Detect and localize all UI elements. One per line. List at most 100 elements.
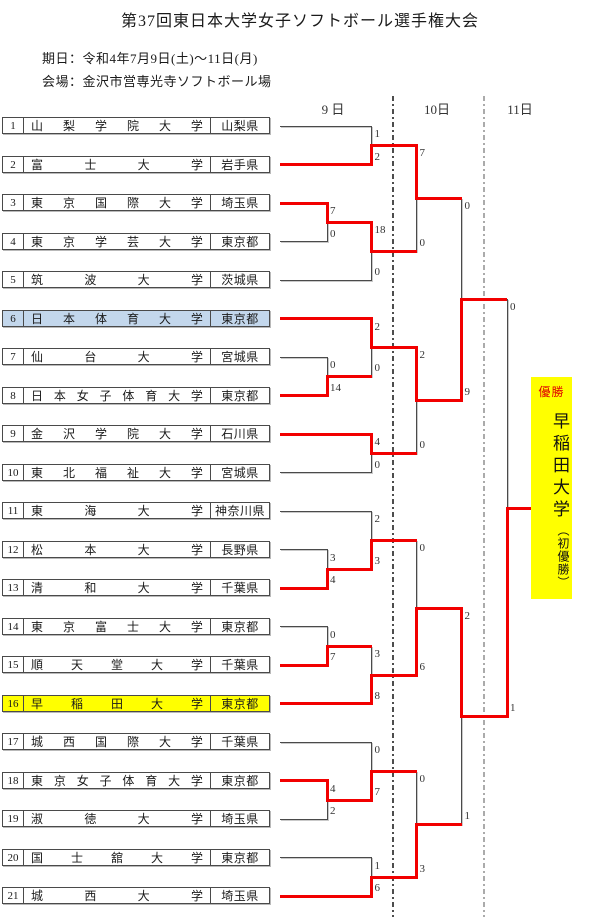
team-prefecture: 長野県: [210, 541, 269, 557]
team-row: 20 国士舘大学東京都: [2, 848, 270, 866]
bracket-line: [416, 770, 417, 825]
score-label: 1: [374, 859, 381, 872]
team-name: 筑波大学: [31, 273, 203, 287]
team-number: 6: [3, 310, 24, 326]
winner-path-line: [370, 317, 373, 349]
day-separator-1: [392, 96, 394, 917]
score-label: 7: [330, 651, 336, 663]
team-row: 13 清和大学千葉県: [2, 579, 270, 596]
team-number: 2: [3, 156, 24, 172]
winner-path-line: [371, 345, 417, 349]
day-header-9: 9 日: [321, 102, 345, 117]
score-label: 0: [419, 773, 426, 785]
winner-path-line: [327, 644, 372, 648]
team-prefecture: 岩手県: [210, 156, 269, 172]
winner-path-line: [325, 644, 329, 667]
team-number: 9: [3, 426, 24, 441]
team-number: 8: [3, 387, 24, 403]
bracket-line: [371, 741, 372, 772]
champion-label: 優勝: [538, 385, 565, 399]
team-name: 城西国際大学: [31, 735, 203, 749]
team-name: 仙台大学: [31, 350, 203, 364]
team-number: 3: [3, 195, 24, 210]
score-label: 4: [374, 436, 381, 448]
winner-path-line: [371, 875, 417, 879]
bracket-line: [326, 549, 328, 570]
bracket-line: [280, 818, 327, 820]
team-name: 淑徳大学: [31, 812, 203, 826]
team-number: 5: [3, 272, 24, 287]
bracket-line: [326, 626, 328, 647]
winner-path-line: [327, 567, 372, 571]
champion-name-block: 早稲田大学（初優勝）: [531, 403, 572, 597]
team-name: 清和大学: [31, 581, 203, 595]
score-label: 1: [510, 702, 516, 714]
winner-path-line: [370, 769, 373, 802]
team-number: 12: [3, 541, 24, 557]
team-name: 松本大学: [31, 542, 203, 557]
team-row: 12 松本大学長野県: [2, 540, 270, 558]
team-name: 東海大学: [31, 504, 203, 518]
team-prefecture: 埼玉県: [210, 195, 269, 210]
bracket-line: [280, 549, 327, 550]
winner-path-line: [327, 220, 372, 224]
score-label: 18: [374, 224, 386, 236]
winner-path-line: [325, 779, 329, 802]
winner-path-line: [280, 586, 327, 590]
team-number: 17: [3, 734, 24, 749]
team-prefecture: 東京都: [210, 772, 269, 788]
score-label: 0: [374, 362, 381, 374]
winner-path-line: [280, 894, 372, 898]
winner-path-line: [325, 567, 329, 590]
winner-path-line: [280, 317, 372, 320]
winner-path-line: [280, 663, 327, 667]
winner-path-line: [416, 822, 462, 826]
winner-path-line: [507, 506, 532, 510]
winner-path-line: [415, 143, 418, 200]
winner-path-line: [415, 345, 418, 402]
winner-path-line: [370, 673, 373, 705]
score-label: 7: [419, 147, 426, 159]
team-name: 日本女子体育大学: [31, 388, 203, 403]
bracket-line: [371, 250, 372, 281]
team-prefecture: 千葉県: [210, 580, 269, 595]
winner-path-line: [461, 297, 507, 301]
team-prefecture: 宮城県: [210, 464, 269, 480]
bracket-line: [280, 125, 372, 127]
score-label: 1: [374, 128, 381, 140]
team-prefecture: 東京都: [210, 849, 269, 865]
score-label: 0: [510, 301, 516, 313]
champion-box: 優勝 早稲田大学（初優勝）: [531, 377, 572, 599]
score-label: 0: [419, 542, 426, 554]
team-name: 東京国際大学: [31, 196, 203, 210]
team-prefecture: 埼玉県: [210, 888, 269, 903]
bracket-line: [280, 626, 327, 627]
team-name: 国士舘大学: [31, 850, 203, 865]
winner-path-line: [371, 249, 417, 253]
bracket-line: [326, 356, 328, 377]
team-number: 13: [3, 580, 24, 595]
winner-path-line: [370, 432, 373, 455]
team-name: 山梨学院大学: [31, 119, 203, 133]
winner-path-line: [371, 143, 417, 147]
winner-path-line: [371, 451, 417, 455]
winner-path-line: [461, 714, 507, 718]
bracket-line: [506, 298, 508, 509]
team-number: 21: [3, 888, 24, 903]
score-label: 0: [330, 359, 336, 371]
team-number: 20: [3, 849, 24, 865]
winner-path-line: [416, 196, 462, 200]
winner-path-line: [370, 875, 373, 898]
team-prefecture: 東京都: [210, 618, 269, 634]
score-label: 7: [330, 205, 336, 217]
winner-path-line: [370, 220, 373, 253]
score-label: 2: [374, 150, 381, 163]
